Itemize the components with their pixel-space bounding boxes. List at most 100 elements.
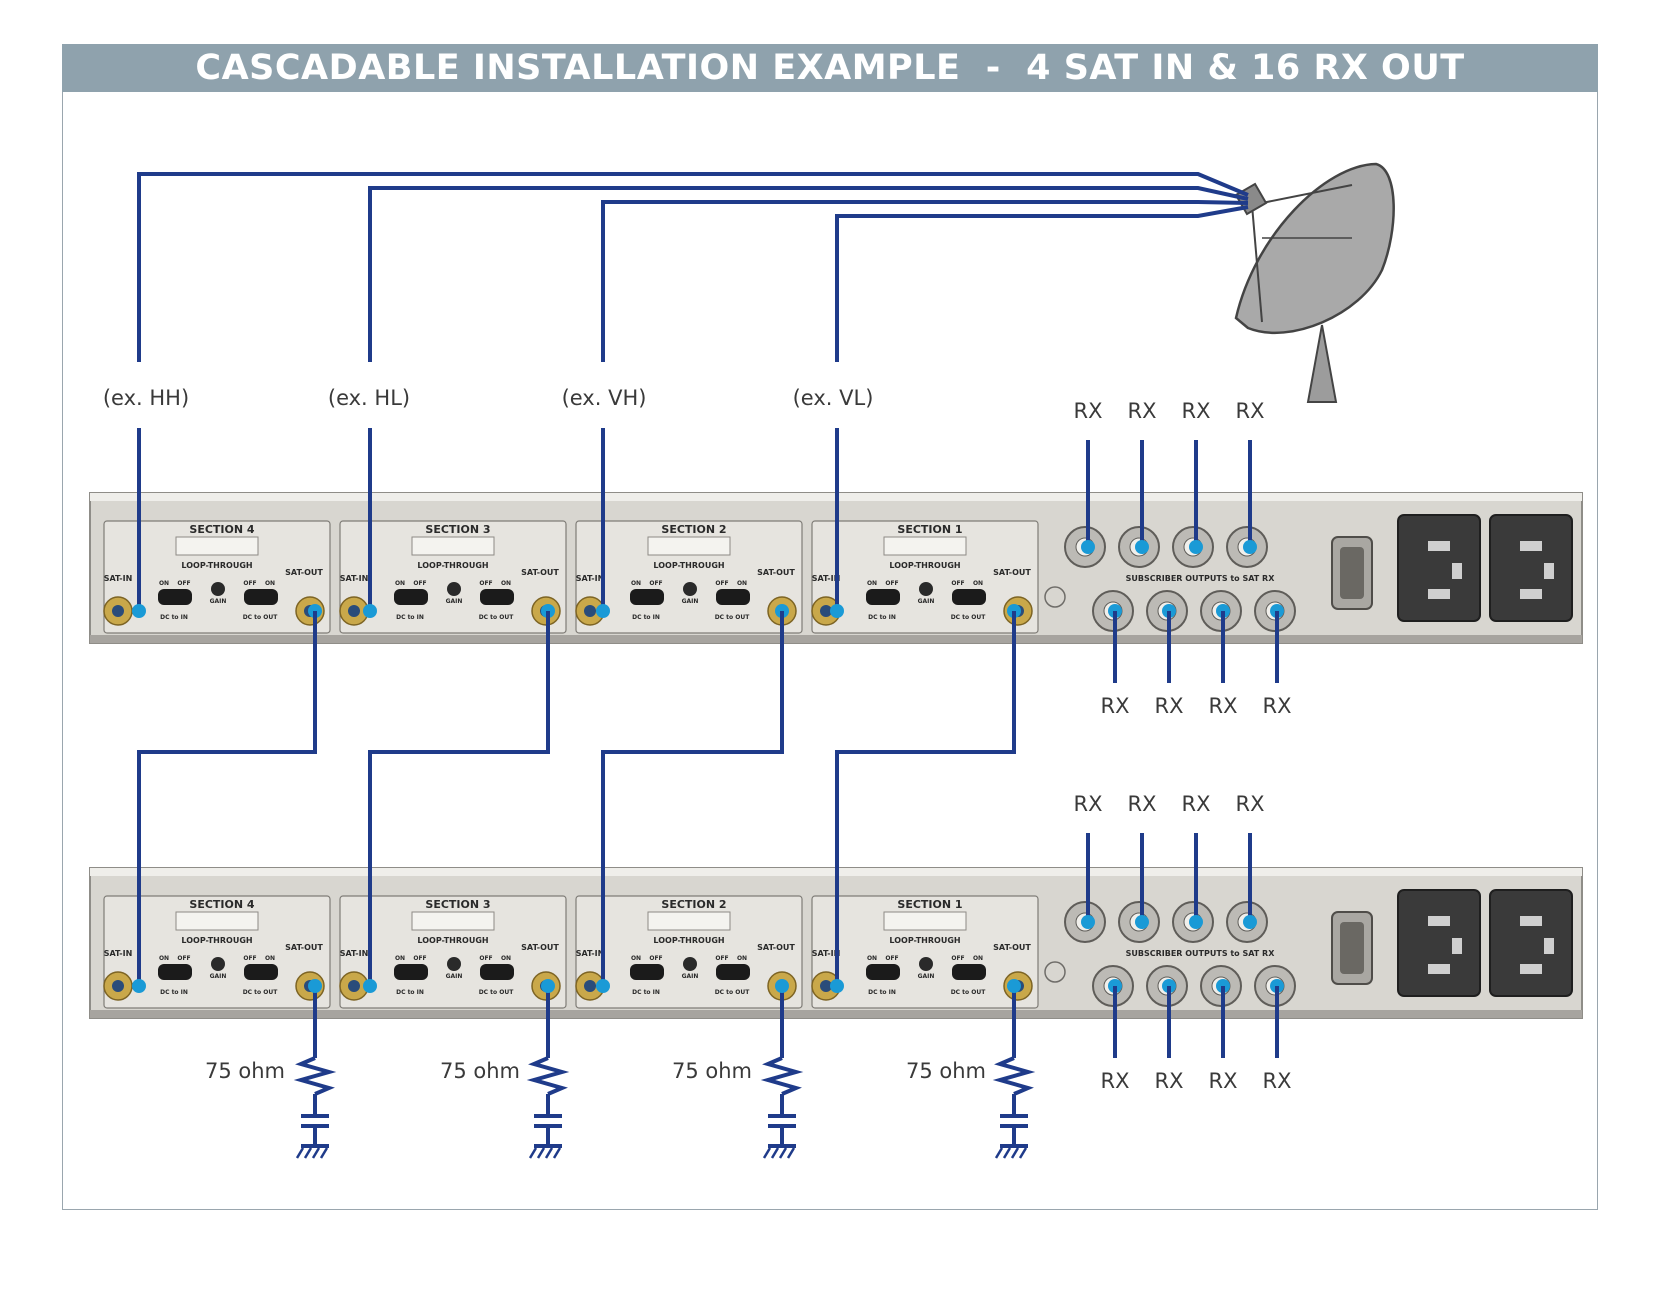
on-label: ON [631,580,641,587]
cascade-cable-4 [835,611,1016,986]
on-label: ON [159,580,169,587]
off-label: OFF [413,580,426,587]
off-label: OFF [649,955,662,962]
loop-through-label: LOOP-THROUGH [181,561,252,570]
ground-hatch [319,1147,329,1159]
on-label: ON [265,580,275,587]
sat-in-label: SAT-IN [340,574,369,583]
ground-hatch [786,1147,796,1159]
rx-connector-dot [1189,915,1203,929]
sat-in-label: SAT-IN [576,949,605,958]
power-inlet-icon [1397,889,1481,997]
power-pin [1520,916,1542,926]
rx-connector-dot [1135,915,1149,929]
input-label: (ex. VL) [793,386,874,410]
off-label: OFF [243,955,256,962]
on-label: ON [631,955,641,962]
rx-label: RX [1182,792,1211,816]
rx-label: RX [1263,1069,1292,1093]
ground-hatch [770,1147,780,1159]
section-box [811,520,1039,634]
loop-through-label: LOOP-THROUGH [181,936,252,945]
section-title: SECTION 1 [897,523,962,536]
toggle-switch [716,964,750,980]
power-pin [1428,964,1450,974]
on-label: ON [973,955,983,962]
sat-out-label: SAT-OUT [993,943,1031,952]
ground-hatch [994,1147,1004,1159]
termination-label: 75 ohm [672,1059,752,1083]
resistor-icon [526,1056,570,1096]
dc-in-label: DC to IN [868,989,896,996]
section-title: SECTION 1 [897,898,962,911]
sat-in-connector-dot [830,604,844,618]
on-label: ON [867,580,877,587]
ground-hatch [762,1147,772,1159]
sat-in-connector-dot [363,979,377,993]
loop-through-label: LOOP-THROUGH [417,561,488,570]
toggle-switch [394,589,428,605]
dc-out-label: DC to OUT [479,614,515,621]
chassis-bottom-edge [90,1010,1582,1018]
off-label: OFF [715,580,728,587]
off-label: OFF [479,580,492,587]
title-bar: CASCADABLE INSTALLATION EXAMPLE - 4 SAT … [62,44,1598,92]
on-label: ON [501,955,511,962]
off-label: OFF [413,955,426,962]
lnb-cable-2 [368,186,1249,362]
toggle-switch [716,589,750,605]
ground-hatch [778,1147,788,1159]
page-title: CASCADABLE INSTALLATION EXAMPLE - 4 SAT … [195,48,1465,88]
label-slot [175,536,259,556]
off-label: OFF [951,580,964,587]
cascade-cable-3 [601,611,784,986]
termination-4 [992,986,1036,1159]
dc-out-label: DC to OUT [243,989,279,996]
ground-hatch [536,1147,546,1159]
gain-label: GAIN [918,973,935,980]
ground-screw [1044,961,1066,983]
ground-hatch [303,1147,313,1159]
subscriber-outputs-label: SUBSCRIBER OUTPUTS to SAT RX [1126,574,1276,583]
rx-label: RX [1128,792,1157,816]
rx-label: RX [1263,694,1292,718]
sat-in-label: SAT-IN [340,949,369,958]
rx-label: RX [1074,399,1103,423]
gain-knob [211,957,225,971]
loop-through-label: LOOP-THROUGH [653,936,724,945]
dish-arm [1251,204,1263,323]
dish-arm [1251,184,1353,206]
sat-out-label: SAT-OUT [285,568,323,577]
off-label: OFF [885,580,898,587]
cascade-cable-2 [368,611,550,986]
section-title: SECTION 2 [661,523,726,536]
toggle-switch [480,589,514,605]
sat-in-connector-dot [132,604,146,618]
on-label: ON [737,580,747,587]
sat-out-connector-dot [775,979,789,993]
on-label: ON [501,580,511,587]
serial-port-inner [1340,922,1364,974]
on-label: ON [973,580,983,587]
on-label: ON [737,955,747,962]
gain-knob [683,582,697,596]
sat-in-label: SAT-IN [104,949,133,958]
power-pin [1428,541,1450,551]
sat-out-label: SAT-OUT [993,568,1031,577]
rx-label: RX [1182,399,1211,423]
toggle-switch [244,964,278,980]
rx-label: RX [1074,792,1103,816]
toggle-switch [630,964,664,980]
chassis-bottom-edge [90,635,1582,643]
toggle-switch [952,964,986,980]
gain-label: GAIN [446,973,463,980]
sat-in-connector-dot [363,604,377,618]
rx-label: RX [1155,694,1184,718]
off-label: OFF [649,580,662,587]
section-box [339,520,567,634]
label-slot [411,536,495,556]
sat-in-label: SAT-IN [576,574,605,583]
off-label: OFF [177,580,190,587]
sat-in-center [112,605,124,617]
